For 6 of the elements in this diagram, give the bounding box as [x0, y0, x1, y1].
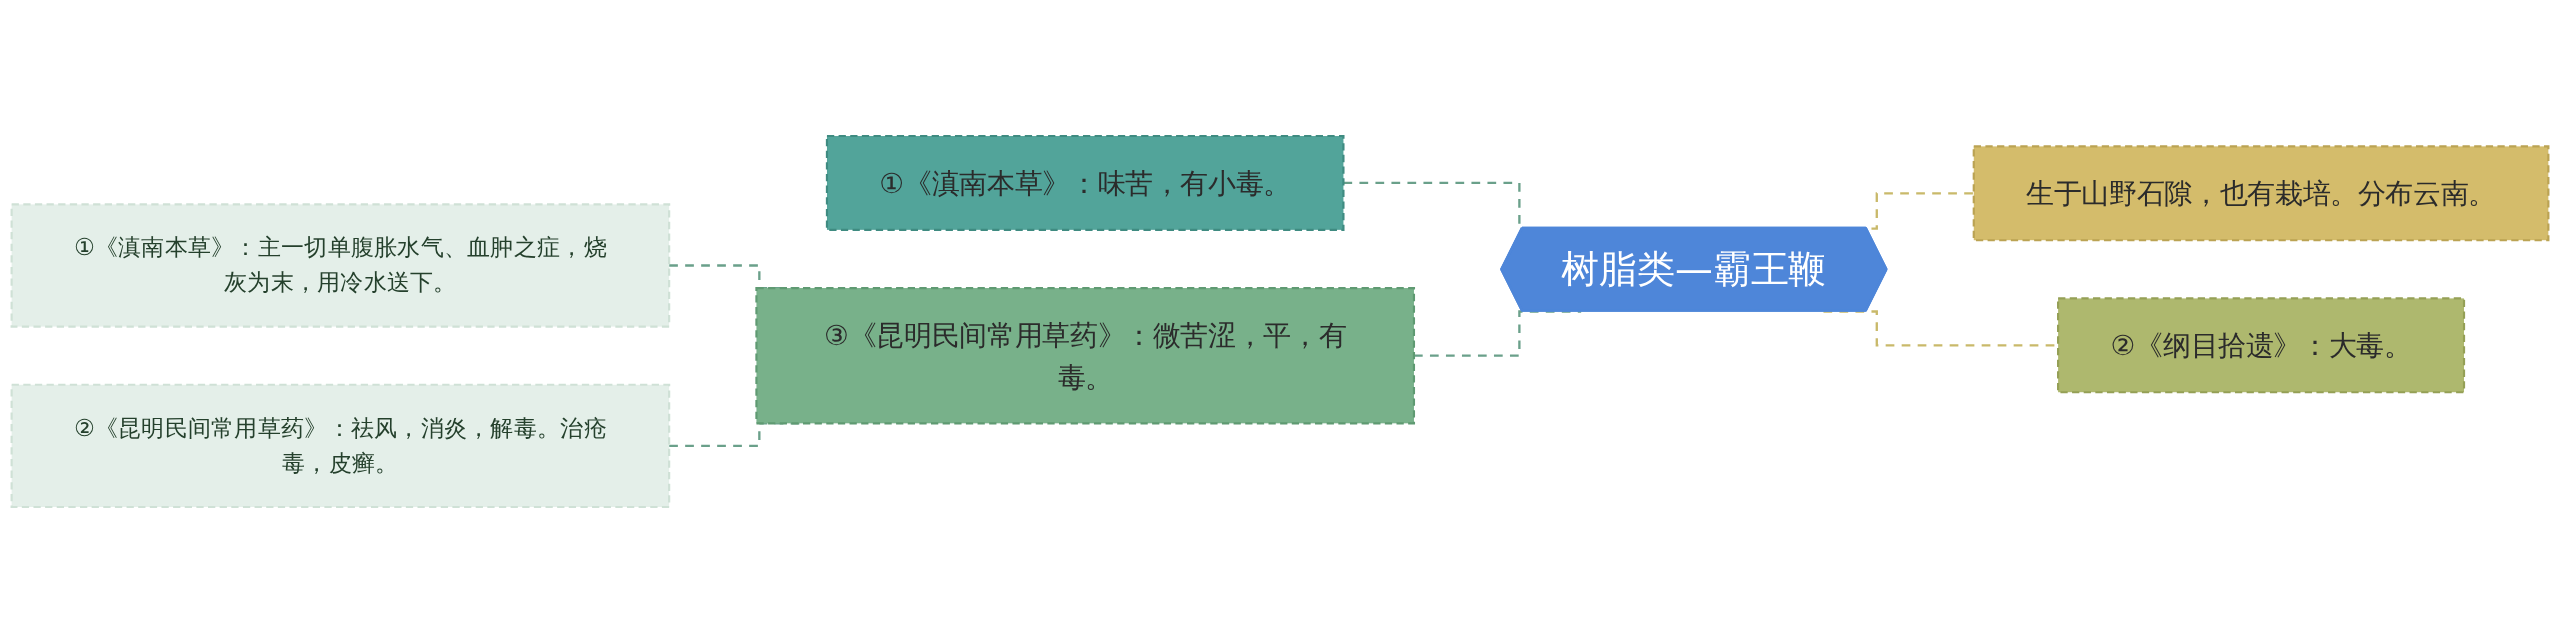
- node-box: ②《昆明民间常用草药》：祛风，消炎，解毒。治疮毒，皮癣。: [10, 383, 671, 509]
- node-box: ②《纲目拾遗》：大毒。: [2057, 297, 2466, 394]
- node-box: 生于山野石隙，也有栽培。分布云南。: [1972, 145, 2550, 242]
- node-box: ①《滇南本草》：主一切单腹胀水气、血肿之症，烧灰为末，用冷水送下。: [10, 203, 671, 328]
- node-box: ③《昆明民间常用草药》：微苦涩，平，有毒。: [755, 286, 1416, 425]
- node-box: ①《滇南本草》：味苦，有小毒。: [825, 134, 1345, 231]
